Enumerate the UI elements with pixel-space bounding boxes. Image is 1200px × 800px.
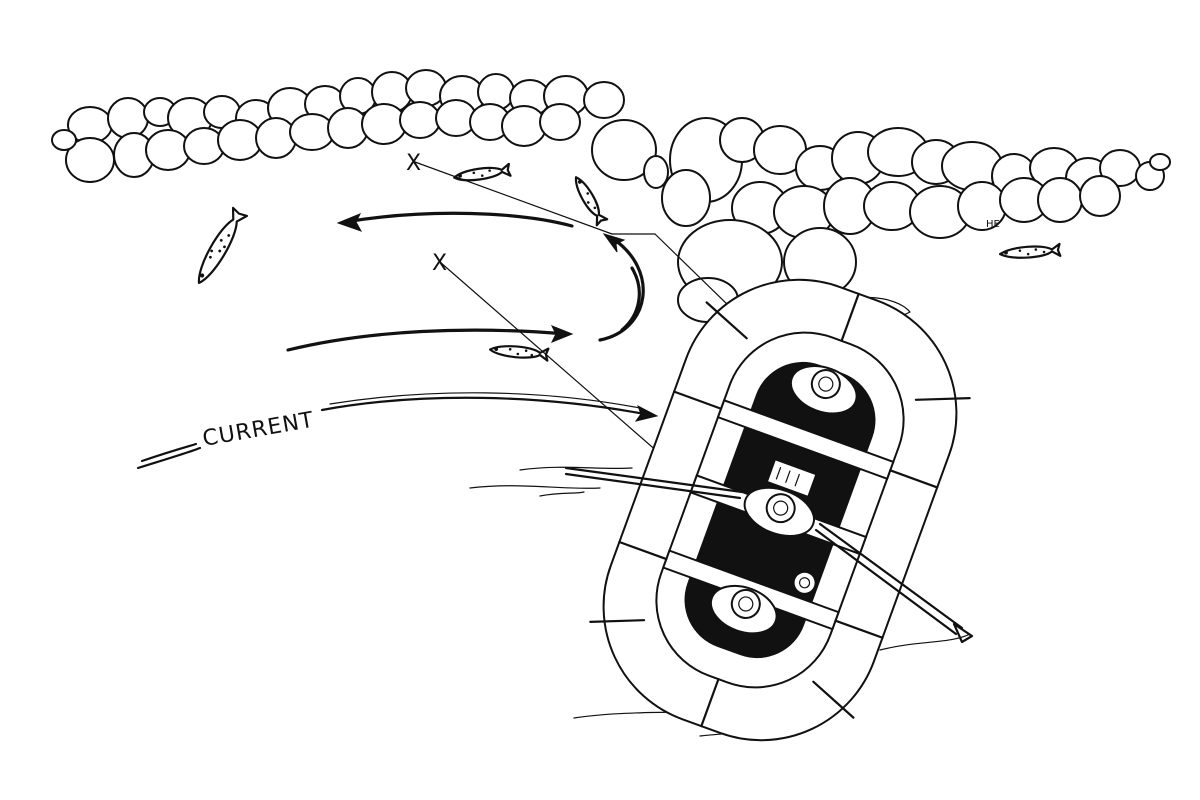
target-marker-2: X bbox=[432, 251, 448, 276]
trout-icon-3 bbox=[574, 176, 609, 227]
boulder-bank bbox=[51, 69, 1171, 323]
boulder bbox=[583, 81, 625, 119]
current-label: CURRENT bbox=[201, 408, 316, 452]
fishing-line-stern bbox=[439, 261, 691, 481]
cooler-box bbox=[765, 457, 818, 499]
eddy-curl-arrowhead bbox=[602, 233, 626, 253]
ripple-oar-tip bbox=[879, 633, 971, 651]
boulder bbox=[51, 129, 77, 151]
oar-right bbox=[818, 522, 964, 630]
tube-seam bbox=[589, 619, 646, 623]
tube-seam bbox=[700, 678, 720, 728]
tube-seam bbox=[834, 619, 884, 639]
current-flow-lines: CURRENT bbox=[136, 211, 659, 470]
ripple-left-2 bbox=[519, 466, 633, 471]
oars bbox=[564, 466, 974, 644]
current-line-lower-2 bbox=[140, 442, 198, 463]
current-line-after-label bbox=[320, 396, 652, 417]
ripple-left-1 bbox=[469, 485, 601, 489]
trout-group bbox=[197, 162, 1062, 362]
boulder bbox=[399, 101, 441, 139]
boulder bbox=[501, 105, 547, 147]
trout-icon-2 bbox=[453, 162, 512, 182]
oar-left bbox=[564, 466, 744, 494]
angler-oarsman bbox=[743, 457, 818, 537]
fishing-line-bow bbox=[414, 161, 613, 235]
tube-seam bbox=[705, 301, 748, 340]
boulder bbox=[643, 155, 669, 189]
current-arrowhead-middle bbox=[550, 325, 574, 343]
boulder bbox=[1079, 175, 1121, 217]
current-line-lower bbox=[136, 446, 202, 470]
angler-bow bbox=[789, 364, 858, 415]
tube-seam bbox=[840, 292, 860, 342]
trout-icon-1 bbox=[197, 206, 249, 285]
target-marker-1: X bbox=[406, 151, 422, 176]
ripple-left-3 bbox=[539, 491, 585, 497]
trout-icon-5 bbox=[998, 242, 1062, 259]
current-arrowhead-lower bbox=[634, 404, 659, 422]
tube-seam bbox=[889, 469, 939, 489]
tube-seam bbox=[812, 680, 855, 719]
oar-blade-right bbox=[952, 622, 974, 644]
raft bbox=[589, 278, 971, 742]
eddy-curl-inner bbox=[620, 266, 641, 332]
angler-stern bbox=[709, 570, 817, 635]
rope-coil bbox=[792, 570, 817, 595]
boulder bbox=[661, 169, 711, 227]
boulder bbox=[591, 119, 657, 181]
tube-seam bbox=[618, 540, 668, 561]
boulder bbox=[145, 129, 191, 171]
artist-initials: HE bbox=[986, 219, 1000, 230]
boulder bbox=[539, 103, 581, 141]
boulder bbox=[1037, 177, 1083, 223]
boulder bbox=[107, 97, 149, 139]
current-line-middle bbox=[286, 328, 568, 352]
boulder bbox=[361, 103, 407, 145]
tube-seam bbox=[914, 397, 971, 401]
eddy-return-line bbox=[343, 211, 574, 228]
boulder bbox=[255, 117, 297, 159]
eddy-return-arrowhead bbox=[336, 213, 363, 232]
boulder bbox=[1149, 153, 1171, 171]
trout-icon-4 bbox=[489, 345, 550, 362]
tube-seam bbox=[672, 390, 723, 410]
eddy-curl-line bbox=[598, 236, 645, 342]
